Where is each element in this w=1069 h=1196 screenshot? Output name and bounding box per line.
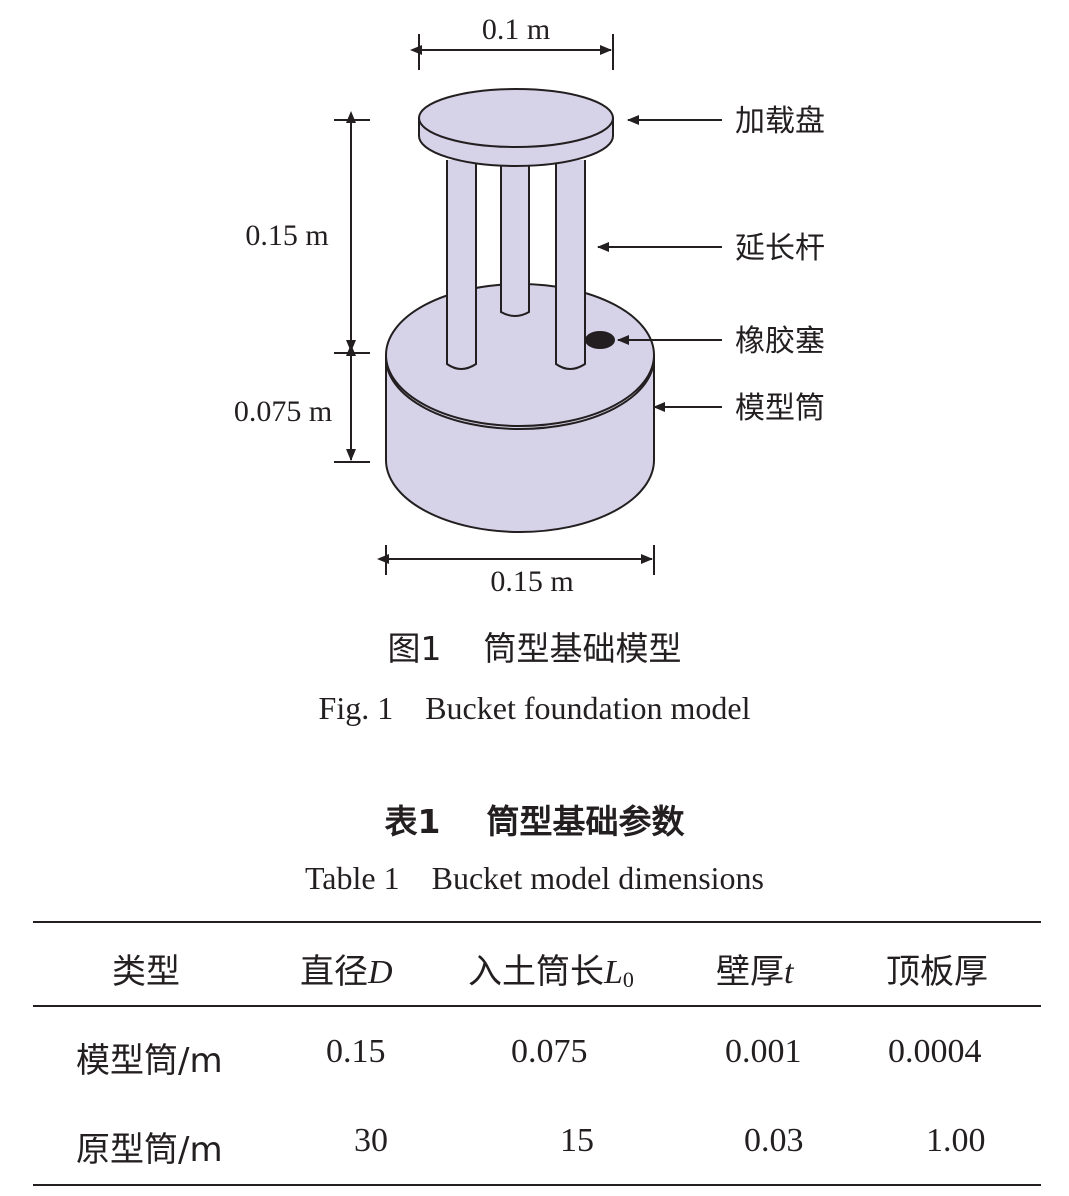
extension-rod-label: 延长杆: [735, 231, 825, 266]
table-row-2-top: 1.00: [926, 1122, 986, 1159]
rubber-plug: [585, 331, 615, 349]
header-length-label: 入土筒长: [468, 952, 604, 992]
model-bucket-label: 模型筒: [735, 391, 825, 426]
extension-rod-left: [446, 160, 477, 370]
table-row-2-length: 15: [560, 1122, 594, 1159]
table-row-1-length: 0.075: [511, 1033, 588, 1070]
extension-rod-right: [555, 160, 586, 370]
header-length: 入土筒长L0: [468, 944, 634, 993]
extension-rod-back: [500, 160, 530, 317]
table-bottom-rule: [33, 1184, 1041, 1186]
bucket-height-label: 0.075 m: [234, 395, 332, 428]
bucket-foundation-diagram: 0.1 m 0.15 m 0.075 m 0.15 m 加载盘 延长杆 橡胶塞 …: [234, 13, 825, 598]
table-row-2-diameter: 30: [354, 1122, 388, 1159]
header-length-subscript: 0: [622, 967, 634, 992]
header-length-symbol: L: [604, 954, 623, 991]
loading-plate: [418, 88, 614, 148]
figure-caption-en: Fig. 1 Bucket foundation model: [318, 690, 751, 726]
table-top-rule: [33, 921, 1041, 923]
header-wall: 壁厚t: [716, 944, 793, 993]
bucket-width-label: 0.15 m: [490, 565, 573, 598]
table-row-2-type: 原型筒/m: [76, 1130, 223, 1170]
table-caption-en: Table 1 Bucket model dimensions: [304, 860, 764, 896]
header-wall-symbol: t: [784, 954, 794, 991]
rod-height-label: 0.15 m: [245, 219, 328, 252]
rubber-plug-label: 橡胶塞: [735, 324, 825, 359]
header-top: 顶板厚: [886, 952, 988, 992]
header-diameter-symbol: D: [368, 954, 393, 991]
header-type: 类型: [112, 952, 180, 992]
table-row-1-top: 0.0004: [888, 1033, 982, 1070]
header-wall-label: 壁厚: [716, 952, 784, 992]
table-row-1-diameter: 0.15: [326, 1033, 386, 1070]
header-diameter: 直径D: [300, 944, 393, 993]
figure-caption-zh: 图1 筒型基础模型: [387, 629, 682, 668]
header-diameter-label: 直径: [300, 952, 368, 992]
loading-plate-label: 加载盘: [735, 104, 825, 139]
table-header-rule: [33, 1005, 1041, 1007]
table-caption-zh: 表1 筒型基础参数: [384, 802, 685, 841]
table-row-2-wall: 0.03: [744, 1122, 804, 1159]
top-width-label: 0.1 m: [482, 13, 550, 46]
table-row-1-wall: 0.001: [725, 1033, 802, 1070]
table-row-1-type: 模型筒/m: [76, 1041, 223, 1081]
